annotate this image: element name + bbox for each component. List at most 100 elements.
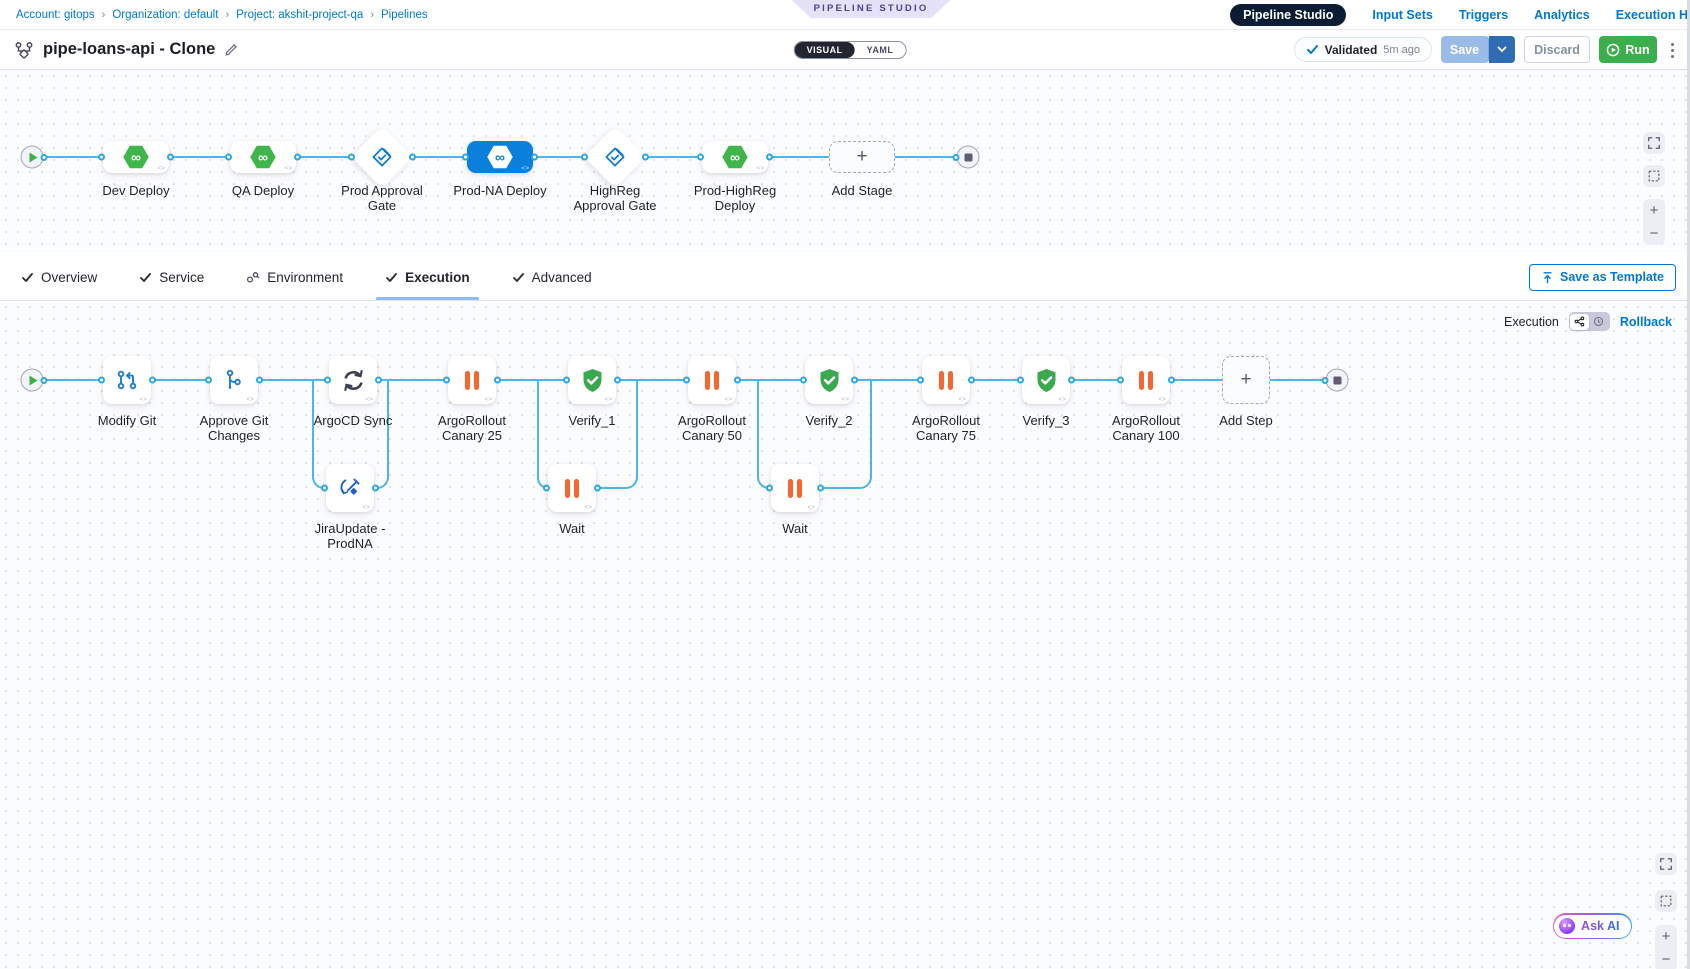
ask-ai-button[interactable]: Ask AI [1552,913,1632,939]
step-node-verify-2[interactable] [800,356,858,404]
node-port [817,484,824,492]
add-stage-button[interactable] [829,141,895,173]
node-port [766,484,773,492]
nav-execution-history[interactable]: Execution H [1615,8,1688,22]
window-scrollbar[interactable] [1687,0,1690,969]
stage-graph-canvas[interactable]: Dev Deploy QA Deploy Prod Approval Gate [0,70,1690,254]
execution-end-node [1321,368,1349,392]
node-port [205,376,212,384]
node-port [531,153,538,161]
fullscreen-button[interactable] [1655,853,1677,875]
step-label: Wait [782,521,808,536]
tab-execution[interactable]: Execution [364,254,491,300]
stage-node-qa-deploy[interactable] [225,141,301,173]
gitops-deploy-icon [250,145,276,169]
stage-node-dev-deploy[interactable] [98,141,174,173]
tab-overview[interactable]: Overview [0,254,118,300]
step-node-argorollout-canary-25[interactable] [443,356,501,404]
stage-node-prod-approval-gate[interactable] [348,125,416,189]
zoom-out-button[interactable] [1655,948,1677,969]
node-port [594,484,601,492]
branch-connector [818,380,872,489]
tab-service[interactable]: Service [118,254,225,300]
nav-input-sets[interactable]: Input Sets [1372,8,1433,22]
branch-connector [373,380,389,489]
more-options-menu[interactable] [1666,40,1680,60]
tab-environment[interactable]: Environment [225,254,364,300]
fullscreen-button[interactable] [1643,132,1665,154]
step-node-wait-2[interactable] [766,464,824,512]
add-step-button[interactable] [1222,356,1270,404]
validated-time: 5m ago [1383,43,1420,56]
discard-button[interactable]: Discard [1524,36,1590,63]
stage-config-tabs: Overview Service Environment Execution A… [0,254,1690,301]
node-port [494,376,501,384]
validated-label: Validated [1324,42,1378,57]
zoom-controls [1655,925,1677,969]
step-node-argorollout-canary-75[interactable] [917,356,975,404]
verify-shield-icon [820,368,838,392]
breadcrumb-project[interactable]: Project: akshit-project-qa [236,8,364,21]
execution-rollback-toggle[interactable] [1568,312,1610,331]
nav-analytics[interactable]: Analytics [1534,8,1590,22]
git-modify-icon [117,370,137,390]
plus-icon[interactable] [829,141,895,173]
selection-box-icon [1648,170,1660,182]
tab-advanced[interactable]: Advanced [491,254,613,300]
run-button[interactable]: Run [1599,36,1657,63]
rollback-link[interactable]: Rollback [1619,314,1672,329]
step-node-argorollout-canary-100[interactable] [1117,356,1175,404]
node-port [372,484,379,492]
step-node-wait-1[interactable] [543,464,601,512]
git-approve-icon [226,369,241,389]
execution-mode-label: Execution [1503,314,1559,329]
add-stage-label: Add Stage [831,183,893,198]
nav-pipeline-studio[interactable]: Pipeline Studio [1230,4,1347,26]
execution-graph-canvas[interactable]: Execution Rollback [0,301,1690,969]
breadcrumb-pipelines[interactable]: Pipelines [380,8,428,21]
stage-node-highreg-approval-gate[interactable] [581,125,649,189]
visual-toggle-button[interactable]: VISUAL [794,41,855,58]
stage-node-prod-highreg-deploy[interactable] [697,141,773,173]
plus-icon[interactable] [1222,356,1270,404]
step-node-approve-git-changes[interactable] [205,356,263,404]
node-port [98,376,105,384]
step-node-argocd-sync[interactable] [324,356,382,404]
step-label: ArgoCD Sync [313,413,393,428]
breadcrumb-separator: › [370,8,374,21]
visual-yaml-toggle: VISUAL YAML [793,40,907,59]
execution-graph-toggle-icon[interactable] [1570,313,1590,330]
edit-title-icon[interactable] [224,43,238,57]
rollback-history-toggle-icon[interactable] [1589,314,1608,330]
step-node-verify-3[interactable] [1017,356,1075,404]
step-node-modify-git[interactable] [98,356,156,404]
node-port [734,376,741,384]
node-port [167,153,174,161]
fit-to-view-button[interactable] [1655,890,1677,912]
breadcrumb-organization[interactable]: Organization: default [112,8,219,21]
node-port [98,153,105,161]
step-node-jiraupdate-prodna[interactable] [321,464,379,512]
save-as-template-button[interactable]: Save as Template [1529,263,1676,291]
step-node-verify-1[interactable] [563,356,621,404]
stage-node-prod-na-deploy[interactable] [462,141,538,173]
zoom-in-button[interactable] [1655,925,1677,948]
check-icon [386,272,398,282]
nav-triggers[interactable]: Triggers [1458,8,1509,22]
zoom-in-button[interactable] [1643,199,1665,222]
save-button[interactable]: Save [1441,36,1489,63]
node-port [443,376,450,384]
gitops-deploy-icon [487,145,513,169]
yaml-toggle-button[interactable]: YAML [866,44,894,55]
breadcrumb-account[interactable]: Account: gitops [16,8,95,21]
step-label: Modify Git [97,413,157,428]
pause-icon [1139,370,1153,390]
step-node-argorollout-canary-50[interactable] [683,356,741,404]
fit-to-view-button[interactable] [1643,165,1665,187]
check-icon [140,272,152,282]
branch-connector [757,380,771,489]
pause-icon [788,478,802,498]
save-options-caret[interactable] [1489,36,1515,63]
branch-connector [312,380,327,489]
zoom-out-button[interactable] [1643,222,1665,245]
